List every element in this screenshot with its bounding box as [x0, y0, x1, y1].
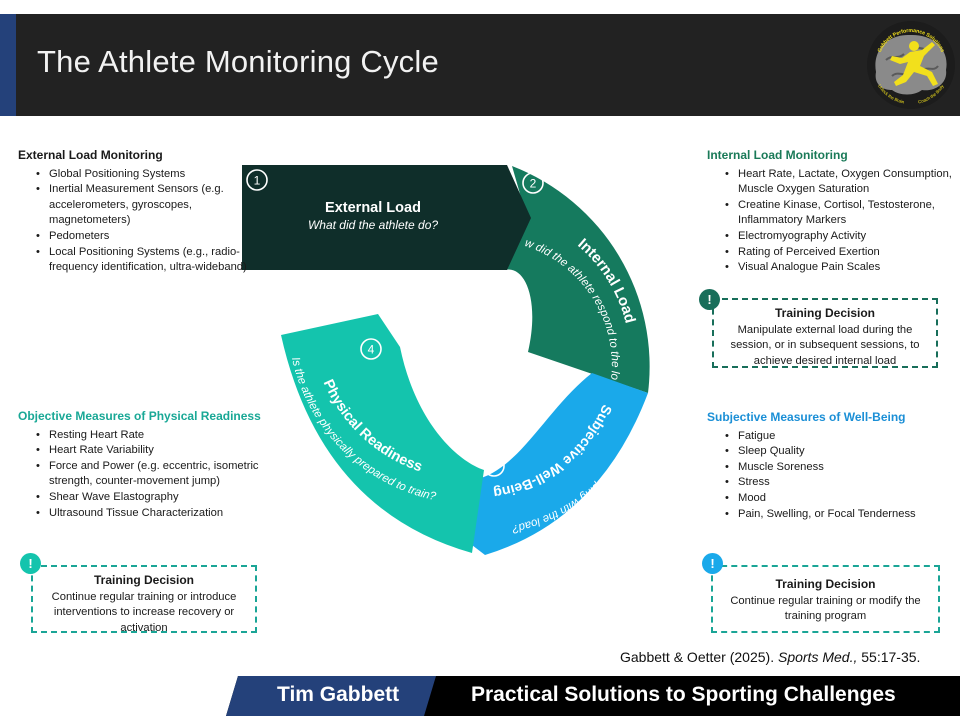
external-load-arrow: [242, 165, 531, 270]
internal-load-segment: [505, 166, 650, 393]
decision-title: Training Decision: [775, 577, 876, 591]
physical-readiness-segment: [281, 314, 484, 553]
decision-title: Training Decision: [93, 573, 195, 587]
number-badge-2: 2: [522, 172, 544, 194]
list-item: Pedometers: [36, 229, 248, 245]
list-item: Visual Analogue Pain Scales: [725, 260, 957, 276]
footer-author: Tim Gabbett: [277, 683, 400, 706]
readiness-training-decision: Training Decision Continue regular train…: [31, 565, 257, 634]
list-item: Electromyography Activity: [725, 229, 957, 245]
internal-monitoring-title: Internal Load Monitoring: [707, 148, 848, 162]
list-item: Pain, Swelling, or Focal Tenderness: [725, 507, 957, 523]
list-item: Stress: [725, 475, 957, 491]
svg-text:3: 3: [491, 460, 498, 474]
citation-details: 55:17-35.: [857, 649, 921, 665]
external-load-title: External Load: [325, 200, 421, 216]
internal-monitoring-list: Heart Rate, Lactate, Oxygen Consumption,…: [707, 167, 957, 276]
list-item: Mood: [725, 491, 957, 507]
number-badge-4: 4: [360, 338, 382, 360]
external-load-question: What did the athlete do?: [308, 218, 438, 232]
list-item: Local Positioning Systems (e.g., radio-f…: [36, 245, 248, 276]
list-item: Force and Power (e.g. eccentric, isometr…: [36, 459, 278, 490]
page-title: The Athlete Monitoring Cycle: [37, 44, 439, 79]
brain-sprinter-logo-icon: Gabbett Performance Solutions Unlock the…: [867, 21, 955, 109]
decision-title: Training Decision: [774, 306, 876, 320]
svg-text:4: 4: [368, 343, 375, 357]
citation: Gabbett & Oetter (2025). Sports Med., 55…: [620, 649, 920, 665]
alert-icon: !: [20, 553, 41, 574]
footer-tagline: Practical Solutions to Sporting Challeng…: [471, 683, 896, 706]
svg-text:2: 2: [530, 177, 537, 191]
title-bar: The Athlete Monitoring Cycle Gabbett Per…: [0, 14, 960, 116]
list-item: Rating of Perceived Exertion: [725, 245, 957, 261]
list-item: Shear Wave Elastography: [36, 490, 278, 506]
alert-icon: !: [702, 553, 723, 574]
objective-measures-list: Resting Heart RateHeart Rate Variability…: [18, 428, 278, 522]
list-item: Heart Rate Variability: [36, 443, 278, 459]
external-load-monitoring: External Load Monitoring Global Position…: [18, 148, 248, 276]
svg-text:1: 1: [254, 174, 261, 188]
objective-measures: Objective Measures of Physical Readiness…: [18, 409, 278, 521]
list-item: Sleep Quality: [725, 444, 957, 460]
external-monitoring-list: Global Positioning SystemsInertial Measu…: [18, 167, 248, 276]
alert-icon: !: [699, 289, 720, 310]
list-item: Heart Rate, Lactate, Oxygen Consumption,…: [725, 167, 957, 198]
objective-measures-title: Objective Measures of Physical Readiness: [18, 409, 261, 423]
list-item: Global Positioning Systems: [36, 167, 248, 183]
footer-banner: [226, 676, 960, 716]
title-accent-bar: [0, 14, 16, 116]
list-item: Muscle Soreness: [725, 460, 957, 476]
internal-load-monitoring: Internal Load Monitoring Heart Rate, Lac…: [707, 148, 957, 276]
decision-text: Manipulate external load during the sess…: [730, 323, 920, 367]
number-badge-3: 3: [483, 455, 505, 477]
citation-journal: Sports Med.,: [777, 649, 858, 665]
subjective-measures: Subjective Measures of Well-Being Fatigu…: [707, 410, 957, 522]
well-being-segment: [455, 373, 648, 555]
list-item: Ultrasound Tissue Characterization: [36, 506, 278, 522]
list-item: Fatigue: [725, 429, 957, 445]
list-item: Creatine Kinase, Cortisol, Testosterone,…: [725, 198, 957, 229]
citation-authors: Gabbett & Oetter (2025).: [620, 649, 778, 665]
list-item: Resting Heart Rate: [36, 428, 278, 444]
decision-text: Continue regular training or introduce i…: [51, 590, 237, 634]
wellbeing-training-decision: Training Decision Continue regular train…: [711, 565, 940, 633]
list-item: Inertial Measurement Sensors (e.g. accel…: [36, 182, 248, 229]
internal-training-decision: Training Decision Manipulate external lo…: [712, 298, 938, 368]
subjective-measures-title: Subjective Measures of Well-Being: [707, 410, 906, 424]
subjective-measures-list: FatigueSleep QualityMuscle SorenessStres…: [707, 429, 957, 523]
decision-text: Continue regular training or modify the …: [730, 594, 921, 623]
external-monitoring-title: External Load Monitoring: [18, 148, 163, 162]
